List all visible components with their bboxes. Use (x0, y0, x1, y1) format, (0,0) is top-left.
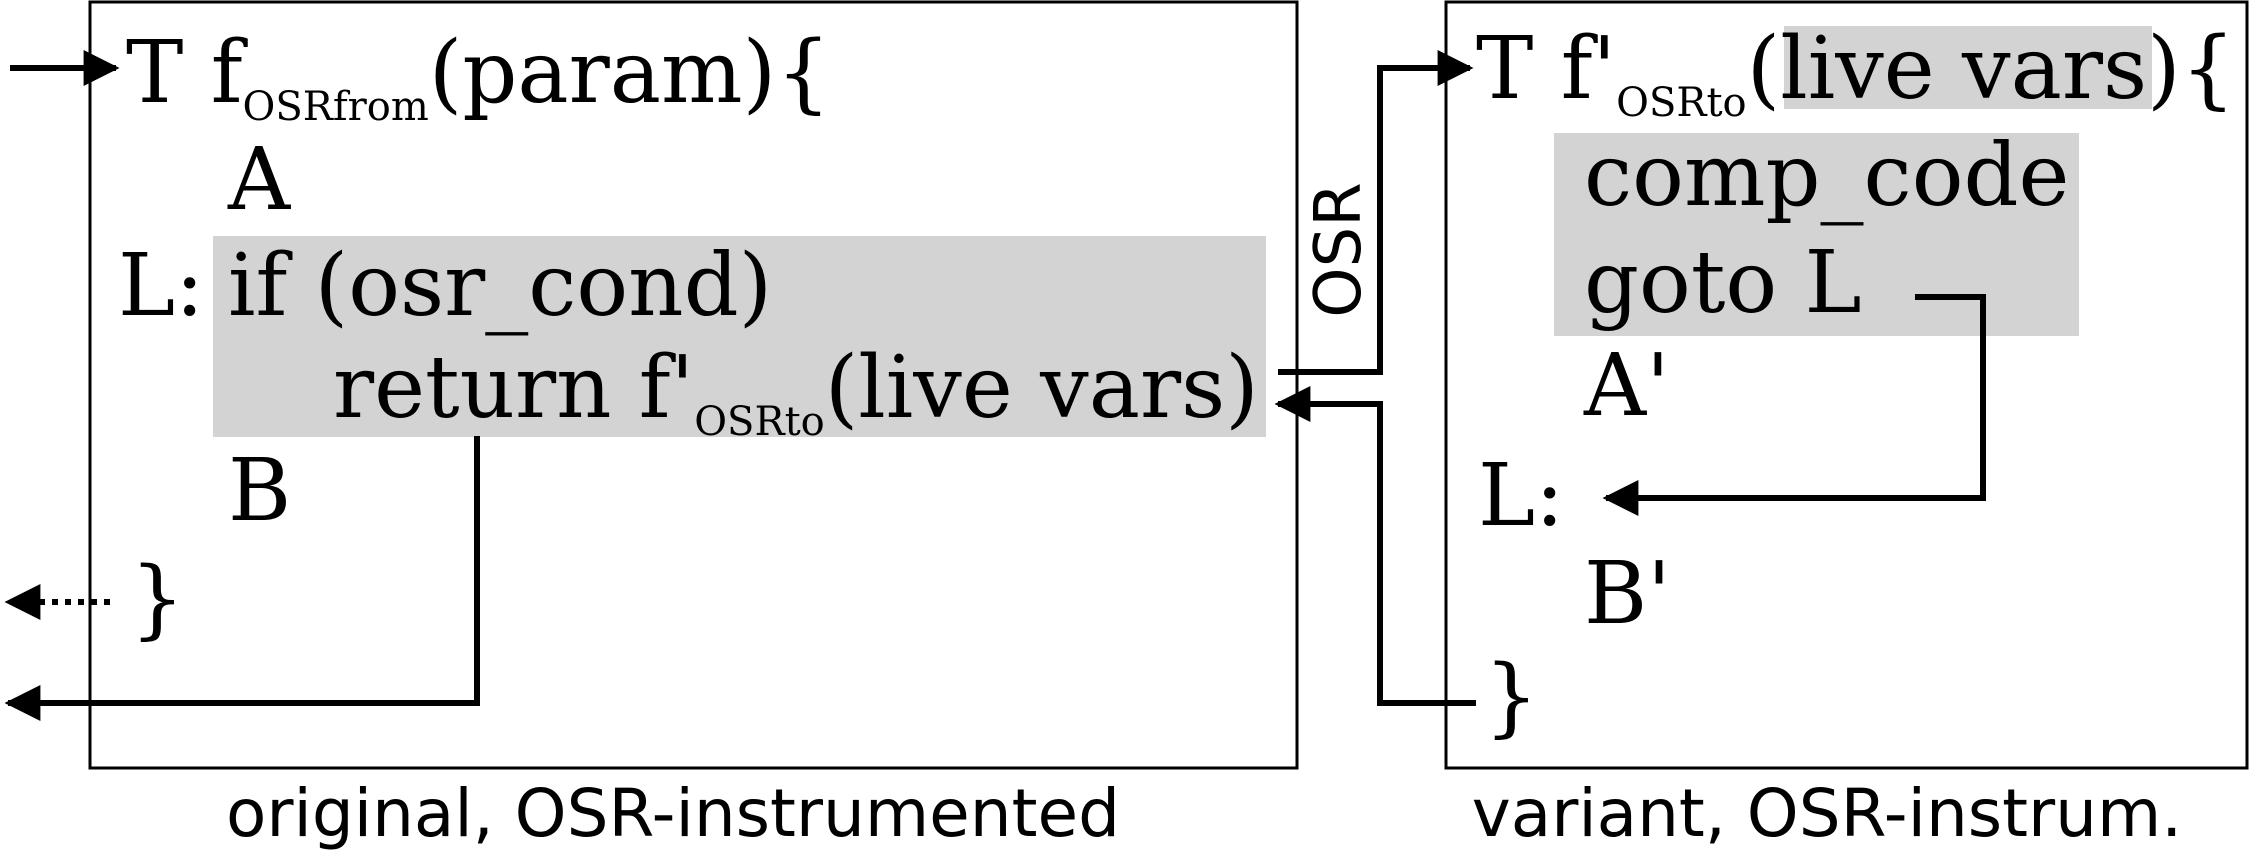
left-close-brace: } (130, 549, 185, 649)
left-label-l: L: (118, 236, 204, 336)
right-line-goto: goto L (1584, 233, 1862, 333)
right-highlight (1554, 133, 2079, 336)
left-highlight (213, 236, 1266, 437)
right-label-l: L: (1478, 446, 1564, 546)
left-signature: T fOSRfrom(param){ (126, 23, 831, 130)
right-line-b: B' (1584, 544, 1671, 644)
right-close-brace: } (1484, 647, 1539, 747)
left-frame (88, 0, 1299, 770)
right-signature: T f'OSRto(live vars){ (1476, 19, 2235, 126)
right-caption: variant, OSR-instrum. (1472, 775, 2183, 852)
variant-return-arrow (1274, 386, 1476, 706)
right-line-a: A' (1583, 336, 1670, 436)
left-caption: original, OSR-instrumented (226, 775, 1120, 852)
right-line-comp: comp_code (1584, 126, 2069, 226)
goto-l-arrow (1602, 294, 1986, 516)
right-frame (1444, 0, 2249, 770)
osr-transition-label: OSR (1302, 182, 1376, 317)
left-line-b: B (228, 441, 291, 541)
osr-transfer-arrow (1278, 50, 1474, 375)
left-line-if: if (osr_cond) (228, 236, 772, 336)
return-exit-arrow (4, 436, 480, 721)
left-line-a: A (227, 130, 291, 230)
right-params-highlight (1784, 26, 2152, 109)
left-line-return: return f'OSRto(live vars) (333, 338, 1259, 445)
